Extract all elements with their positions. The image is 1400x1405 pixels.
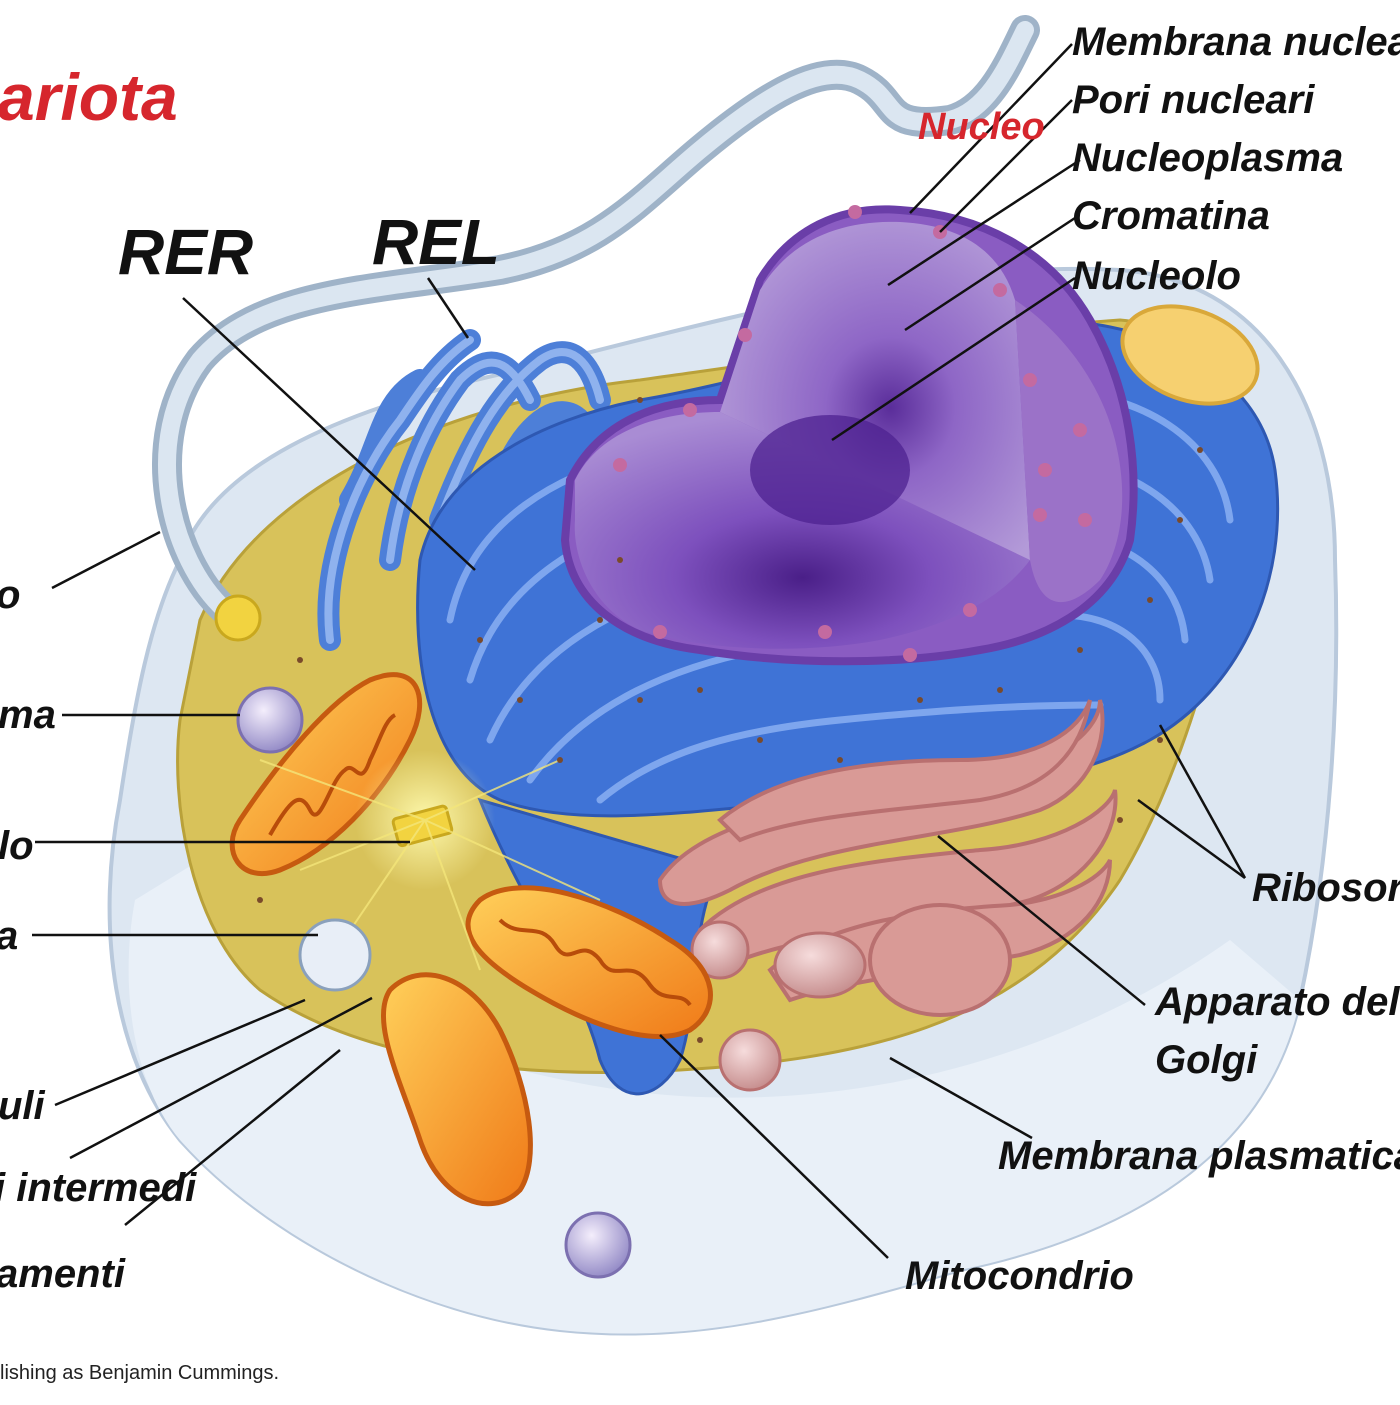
nuclear-pores xyxy=(613,205,1092,662)
label-membrana-plasmatica: Membrana plasmatica xyxy=(998,1134,1400,1178)
leader-lines xyxy=(32,43,1247,1259)
nucleoplasm xyxy=(720,221,1030,560)
label-cromatina: Cromatina xyxy=(1072,194,1270,238)
golgi-apparatus xyxy=(657,699,1118,1017)
label-apparato-golgi-1: Apparato del xyxy=(1155,980,1400,1024)
peroxisome xyxy=(298,918,372,992)
label-left-lisosoma: ma xyxy=(0,693,56,737)
mitochondrion xyxy=(465,885,713,1039)
diagram-title: ariota xyxy=(0,60,178,134)
nucleus xyxy=(560,205,1138,666)
golgi-vesicle xyxy=(690,920,750,980)
ribosomes xyxy=(257,397,1203,1043)
mitochondrion xyxy=(229,672,423,877)
label-left-microtubuli: uli xyxy=(0,1084,45,1128)
label-left-filamenti-intermedi: i intermedi xyxy=(0,1166,197,1210)
label-rel: REL xyxy=(372,206,500,278)
vesicle-bottom xyxy=(564,1211,632,1279)
golgi-vesicle xyxy=(718,1028,782,1092)
nucleoplasm-cut xyxy=(574,412,1030,649)
label-left-microfilamenti: amenti xyxy=(0,1252,125,1296)
vesicle-yellow xyxy=(1120,304,1260,406)
copyright-credit: lishing as Benjamin Cummings. xyxy=(0,1362,280,1384)
label-pori-nucleari: Pori nucleari xyxy=(1072,78,1315,122)
label-nucleo: Nucleo xyxy=(918,106,1045,148)
label-mitocondrio: Mitocondrio xyxy=(905,1254,1134,1298)
label-membrana-nucleare: Membrana nuclea xyxy=(1072,20,1400,64)
mitochondrion xyxy=(380,972,533,1207)
nucleolus xyxy=(750,415,910,525)
cytosol-lower xyxy=(128,860,1300,1334)
label-nucleoplasma: Nucleoplasma xyxy=(1072,136,1344,180)
centriole xyxy=(391,804,454,848)
golgi-vesicle xyxy=(773,931,867,999)
lysosome xyxy=(236,686,304,754)
label-rer: RER xyxy=(118,216,254,288)
label-left-centriolo: lo xyxy=(0,824,34,868)
label-left-flagello: o xyxy=(0,575,20,615)
basal-body xyxy=(214,594,262,642)
label-apparato-golgi-2: Golgi xyxy=(1155,1038,1258,1082)
label-left-perossisoma: a xyxy=(0,916,18,956)
label-ribosomi: Ribosor xyxy=(1252,866,1400,910)
label-nucleolo: Nucleolo xyxy=(1072,254,1241,298)
